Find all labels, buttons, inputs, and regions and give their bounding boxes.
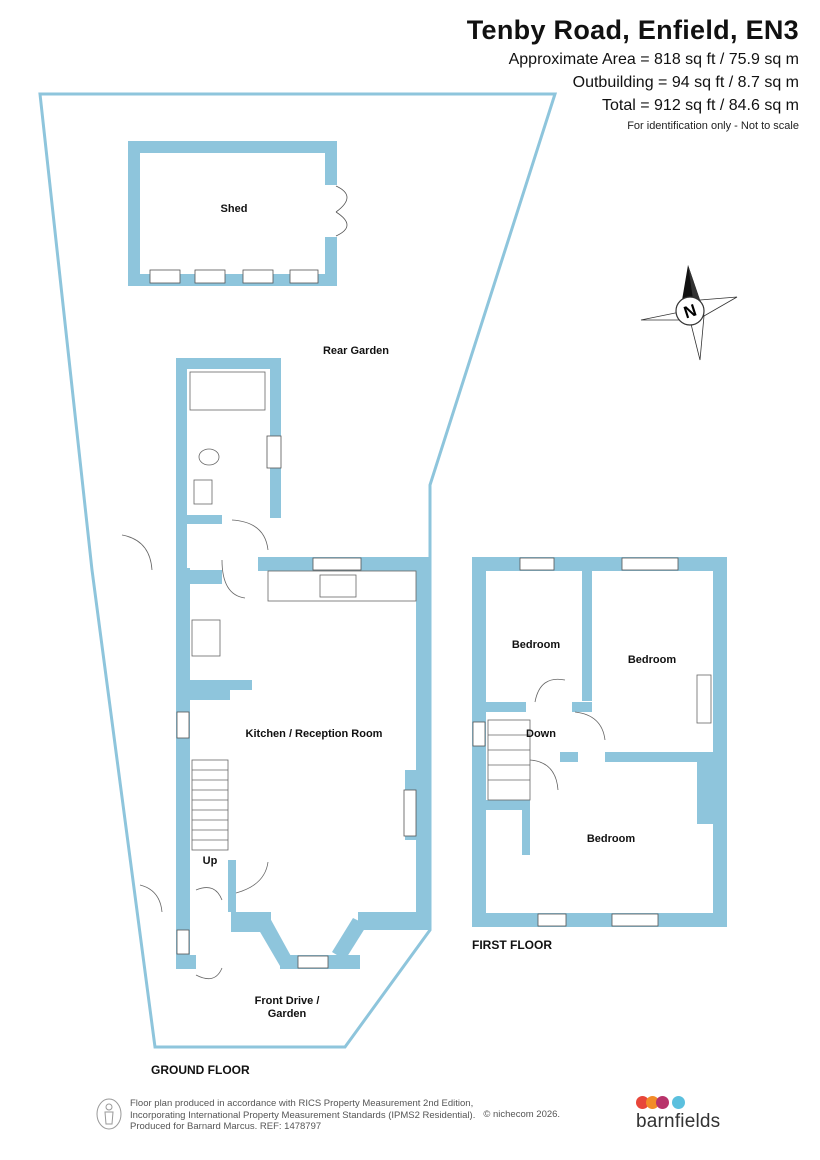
compass: N — [640, 265, 738, 361]
brand-dot-2 — [646, 1096, 659, 1109]
label-kitchen: Kitchen / Reception Room — [246, 728, 383, 740]
footer-line-1: Floor plan produced in accordance with R… — [130, 1098, 474, 1109]
brand-name: barnfields — [636, 1111, 721, 1132]
footer-line-2: Incorporating International Property Mea… — [130, 1109, 476, 1121]
compass-letter: N — [681, 301, 699, 323]
brand-dot-3 — [656, 1096, 669, 1109]
label-rear-garden: Rear Garden — [323, 345, 389, 357]
label-front-drive-1: Front Drive / — [255, 995, 320, 1007]
ground-floor-windows — [176, 435, 417, 969]
label-bedroom-1: Bedroom — [512, 639, 561, 651]
brand-dot-1 — [636, 1096, 649, 1109]
ground-floor-fixtures — [121, 371, 417, 980]
scale-note: For identification only - Not to scale — [627, 120, 799, 132]
brand-dots — [636, 1096, 746, 1109]
outbuilding-area: Outbuilding = 94 sq ft / 8.7 sq m — [572, 74, 799, 91]
footer-line-3: Produced for Barnard Marcus. REF: 147879… — [130, 1121, 322, 1132]
brand-logo: barnfields — [636, 1096, 746, 1133]
first-floor-windows — [472, 557, 679, 927]
footer-copyright: © nichecom 2026. — [483, 1109, 561, 1120]
label-ground-floor: GROUND FLOOR — [151, 1063, 250, 1077]
brand-dot-4 — [672, 1096, 685, 1109]
label-bedroom-3: Bedroom — [587, 833, 636, 845]
label-down: Down — [526, 728, 556, 740]
label-shed: Shed — [221, 203, 248, 215]
footer-text: Floor plan produced in accordance with R… — [130, 1098, 475, 1133]
label-front-drive-2: Garden — [268, 1008, 307, 1020]
approx-area: Approximate Area = 818 sq ft / 75.9 sq m — [508, 51, 799, 68]
first-floor — [472, 557, 727, 927]
label-first-floor: FIRST FLOOR — [472, 938, 552, 952]
shed — [128, 141, 348, 286]
first-floor-fixtures — [487, 674, 712, 801]
plot-boundary — [38, 92, 558, 1049]
rics-person-icon — [96, 1098, 122, 1130]
label-bedroom-2: Bedroom — [628, 654, 677, 666]
footer: Floor plan produced in accordance with R… — [96, 1098, 560, 1133]
total-area: Total = 912 sq ft / 84.6 sq m — [602, 97, 799, 114]
property-title: Tenby Road, Enfield, EN3 — [466, 15, 799, 45]
label-up: Up — [203, 855, 218, 867]
header: Tenby Road, Enfield, EN3 Approximate Are… — [467, 12, 799, 135]
ground-floor-house — [176, 358, 430, 969]
